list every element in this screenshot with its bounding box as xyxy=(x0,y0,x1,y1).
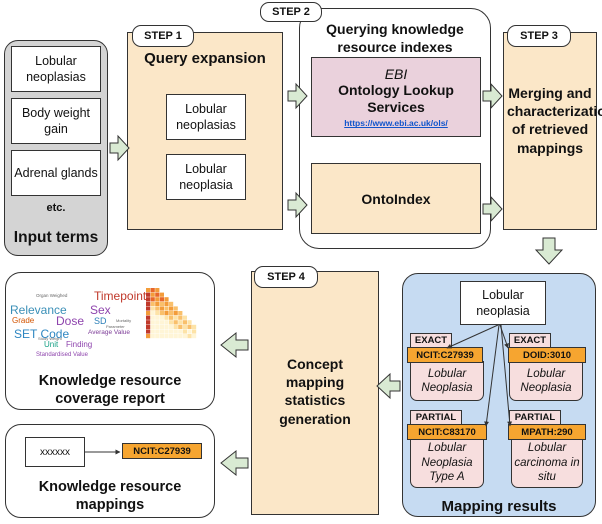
kr-term-text: xxxxxx xyxy=(40,446,70,458)
wordcloud-word: Dose xyxy=(56,314,85,328)
wordcloud-word: Finding xyxy=(66,340,93,349)
mapping-card: Lobular Neoplasia xyxy=(410,361,484,401)
ontology-code-badge: MPATH:290 xyxy=(508,424,586,440)
step1-term-text: Lobular neoplasias xyxy=(176,101,236,132)
mapping-label: Lobular Neoplasia xyxy=(421,367,473,394)
mapping-term-text: Lobular neoplasia xyxy=(476,287,530,318)
input-term-text: Adrenal glands xyxy=(14,165,98,180)
wordcloud-word: SET Code xyxy=(14,327,70,341)
wordcloud: Timepoint Relevance Sex Grade Dose SD SE… xyxy=(8,286,148,362)
match-type-badge: PARTIAL xyxy=(410,410,462,425)
step3-panel xyxy=(503,32,597,230)
wordcloud-word: Timepoint xyxy=(94,289,147,303)
mapping-term-box: Lobular neoplasia xyxy=(460,281,546,325)
step1-title: Query expansion xyxy=(144,50,266,67)
flow-arrow xyxy=(220,331,249,359)
wordcloud-word: Standardised Value xyxy=(36,352,88,358)
mapping-label: Lobular carcinoma in situ xyxy=(514,442,580,484)
mapping-label: Lobular Neoplasia xyxy=(520,367,572,394)
step3-tab: STEP 3 xyxy=(507,25,571,47)
flow-arrow xyxy=(534,237,564,265)
step4-panel xyxy=(251,271,379,515)
input-term-box: Lobular neoplasias xyxy=(11,46,101,92)
step4-title: Concept mapping statistics generation xyxy=(279,356,351,427)
mapping-results-title: Mapping results xyxy=(441,498,557,515)
wordcloud-word: SD xyxy=(94,316,107,326)
wordcloud-word: Study Weight xyxy=(38,336,62,341)
step2-title: Querying knowledge resource indexes xyxy=(326,21,464,55)
kr-mappings-title: Knowledge resource mappings xyxy=(38,479,182,514)
step1-term-box: Lobular neoplasias xyxy=(166,94,246,140)
match-type-badge: EXACT xyxy=(509,333,551,348)
coverage-report-panel xyxy=(5,272,215,410)
wordcloud-word: Mortality xyxy=(116,318,132,323)
input-term-text: Body weight gain xyxy=(21,105,91,136)
input-term-box: Body weight gain xyxy=(11,98,101,144)
wordcloud-word: Sex xyxy=(90,303,111,317)
ebi-ols-box: EBI Ontology Lookup Services https://www… xyxy=(311,57,481,137)
ebi-label: EBI xyxy=(384,65,408,82)
wordcloud-word: Unit xyxy=(44,340,59,349)
mapping-label: Lobular Neoplasia Type A xyxy=(421,442,473,484)
flow-arrow xyxy=(376,372,401,400)
input-term-text: Lobular neoplasias xyxy=(26,53,86,84)
wordcloud-word: Average Value xyxy=(88,329,131,336)
wordcloud-word: Parameter xyxy=(106,324,125,329)
input-terms-title: Input terms xyxy=(13,229,99,246)
mapping-card: Lobular Neoplasia xyxy=(509,361,583,401)
flow-arrow xyxy=(220,449,249,477)
match-type-badge: PARTIAL xyxy=(509,410,561,425)
match-type-badge: EXACT xyxy=(410,333,452,348)
coverage-report-title: Knowledge resource coverage report xyxy=(38,373,182,408)
ols-url-link[interactable]: https://www.ebi.ac.uk/ols/ xyxy=(344,118,448,129)
ontology-code-badge: DOID:3010 xyxy=(508,347,586,363)
ontoindex-box: OntoIndex xyxy=(311,163,481,234)
ontoindex-label: OntoIndex xyxy=(361,190,431,207)
ols-name: Ontology Lookup Services xyxy=(338,81,454,115)
mapping-card: Lobular Neoplasia Type A xyxy=(410,438,484,488)
step1-term-box: Lobular neoplasia xyxy=(166,154,246,200)
wordcloud-word: Organ Weighed xyxy=(36,293,68,298)
ontology-code-badge: NCIT:C83170 xyxy=(407,424,487,440)
step3-title: Merging and characterization of retrieve… xyxy=(507,85,602,156)
wordcloud-word: Relevance xyxy=(10,303,67,317)
step2-tab: STEP 2 xyxy=(260,2,322,22)
ontology-code-badge: NCIT:C27939 xyxy=(407,347,483,363)
kr-code-badge: NCIT:C27939 xyxy=(122,443,202,459)
kr-term-box: xxxxxx xyxy=(25,437,85,467)
mapping-card: Lobular carcinoma in situ xyxy=(511,438,583,488)
step4-tab: STEP 4 xyxy=(254,266,318,288)
wordcloud-word: Grade xyxy=(12,316,35,325)
step1-term-text: Lobular neoplasia xyxy=(179,161,233,192)
step1-tab: STEP 1 xyxy=(132,25,194,47)
input-term-box: Adrenal glands xyxy=(11,150,101,196)
input-etc: etc. xyxy=(46,202,66,214)
